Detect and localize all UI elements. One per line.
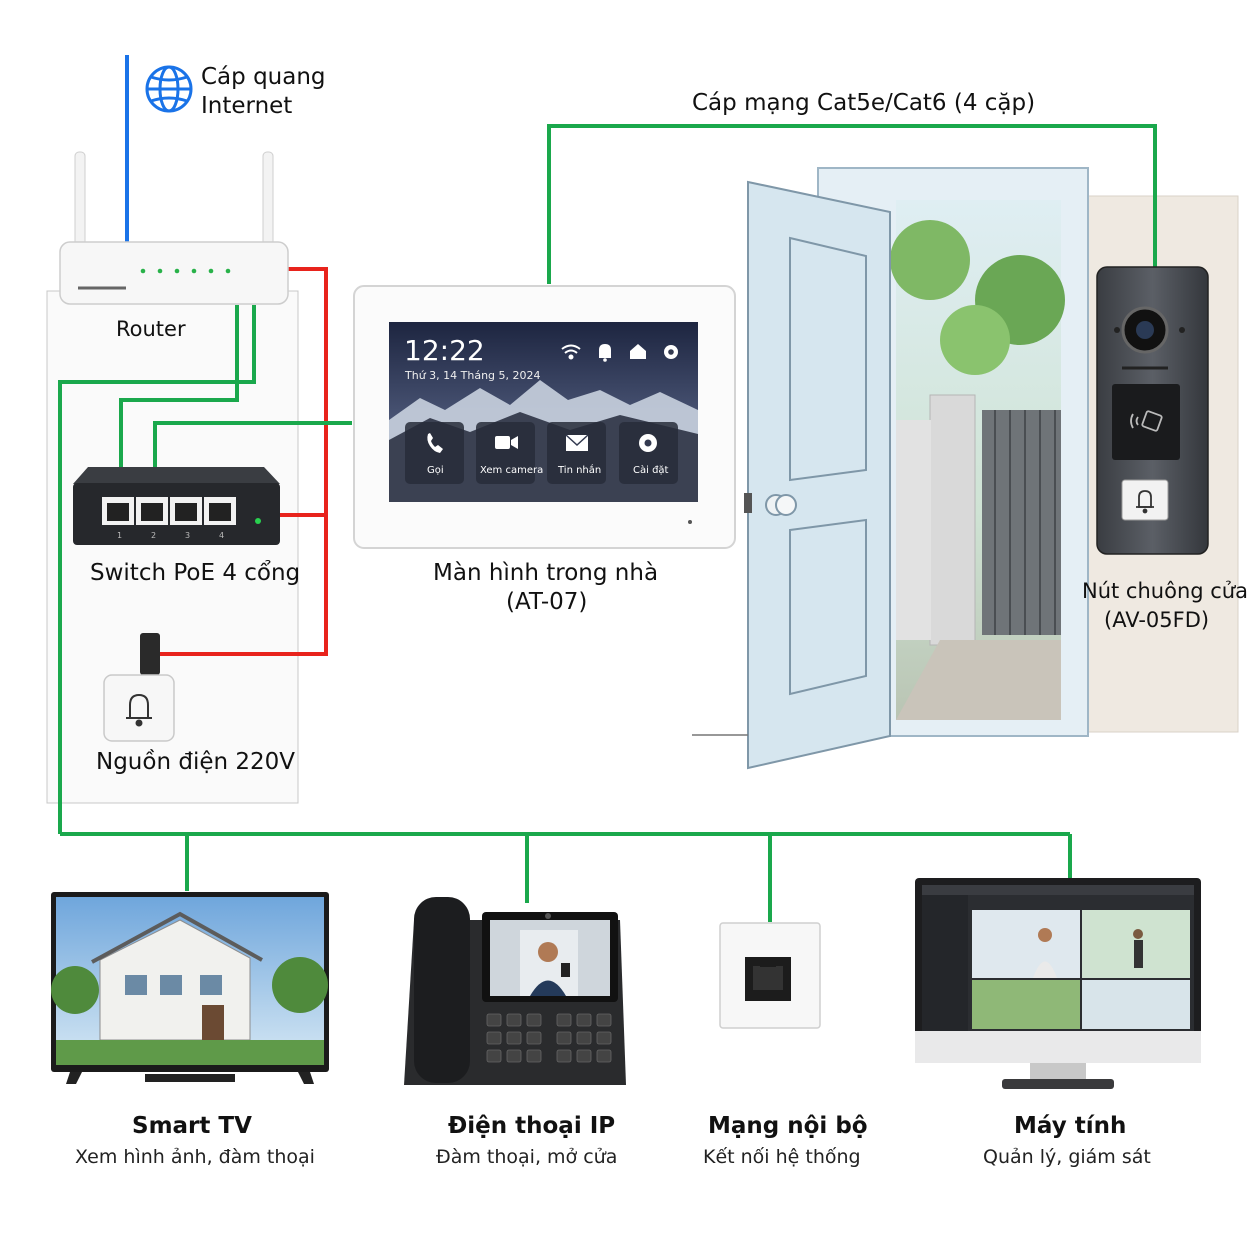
- gear-icon: [664, 345, 678, 359]
- indoor-monitor[interactable]: 12:22 Thứ 3, 14 Tháng 5, 2024 Gọi: [353, 285, 736, 549]
- lan-wall-outlet[interactable]: [719, 922, 821, 1029]
- switch-port-number: 1: [117, 531, 122, 540]
- monitor-button-label: Xem camera: [480, 465, 543, 476]
- globe-icon: [145, 65, 193, 113]
- camera-icon: [495, 436, 518, 449]
- device-title: Smart TV: [132, 1113, 252, 1139]
- switch-ports: [102, 497, 236, 525]
- router-label: Router: [116, 317, 186, 341]
- switch-port-number: 2: [151, 531, 156, 540]
- device-subtitle: Xem hình ảnh, đàm thoại: [75, 1146, 315, 1168]
- phone-icon: [427, 433, 443, 453]
- monitor-message-button[interactable]: Tin nhắn: [547, 422, 606, 484]
- poe-switch[interactable]: 1 2 3 4: [73, 467, 280, 545]
- monitor-time: 12:22: [404, 334, 485, 367]
- cable-label: Cáp mạng Cat5e/Cat6 (4 cặp): [692, 90, 1035, 116]
- monitor-button-label: Tin nhắn: [557, 463, 601, 476]
- monitor-date: Thứ 3, 14 Tháng 5, 2024: [404, 369, 541, 382]
- bell-icon: [126, 693, 152, 727]
- wifi-icon: [561, 344, 581, 360]
- fiber-label-line2: Internet: [201, 93, 292, 119]
- device-title: Mạng nội bộ: [708, 1113, 868, 1139]
- doorbell-label-line1: Nút chuông cửa: [1082, 579, 1248, 603]
- router[interactable]: [59, 151, 289, 305]
- door-scene: [692, 167, 1089, 770]
- monitor-settings-button[interactable]: Cài đặt: [619, 422, 678, 484]
- switch-label: Switch PoE 4 cổng: [90, 560, 300, 586]
- ip-phone[interactable]: [404, 897, 626, 1085]
- fiber-label-line1: Cáp quang: [201, 64, 326, 90]
- switch-port-number: 3: [185, 531, 190, 540]
- device-title: Máy tính: [1014, 1113, 1126, 1139]
- power-cable-router: [160, 267, 328, 656]
- gear-icon: [639, 434, 657, 452]
- mail-icon: [565, 434, 589, 451]
- device-subtitle: Kết nối hệ thống: [703, 1146, 861, 1168]
- monitor-button-label: Gọi: [427, 465, 444, 476]
- switch-port-number: 4: [219, 531, 224, 540]
- monitor-call-button[interactable]: Gọi: [405, 422, 464, 484]
- phone-keypad[interactable]: [486, 1013, 612, 1063]
- bell-button-icon: [1136, 490, 1154, 514]
- ethernet-port-icon: [745, 957, 791, 1001]
- doorbell-label-line2: (AV-05FD): [1104, 608, 1209, 632]
- monitor-label-line1: Màn hình trong nhà: [433, 560, 658, 586]
- cable-router-switch-a: [119, 305, 239, 475]
- doorbell-panel[interactable]: [1096, 266, 1209, 555]
- smart-tv[interactable]: [51, 892, 329, 1084]
- device-subtitle: Đàm thoại, mở cửa: [436, 1146, 617, 1168]
- home-icon: [630, 344, 646, 359]
- cable-monitor-doorbell: [547, 124, 1157, 284]
- device-subtitle: Quản lý, giám sát: [983, 1146, 1151, 1168]
- device-title: Điện thoại IP: [448, 1113, 615, 1139]
- power-adapter[interactable]: [103, 633, 175, 742]
- monitor-button-label: Cài đặt: [633, 464, 669, 476]
- computer-monitor[interactable]: [915, 878, 1201, 1089]
- rfid-icon: [1130, 410, 1163, 432]
- cable-switch-monitor: [153, 421, 352, 475]
- bell-icon: [599, 344, 611, 362]
- power-label: Nguồn điện 220V: [96, 749, 295, 775]
- monitor-label-line2: (AT-07): [506, 589, 587, 615]
- cable-router-switch-b: [58, 305, 256, 834]
- monitor-camera-button[interactable]: Xem camera: [476, 422, 543, 484]
